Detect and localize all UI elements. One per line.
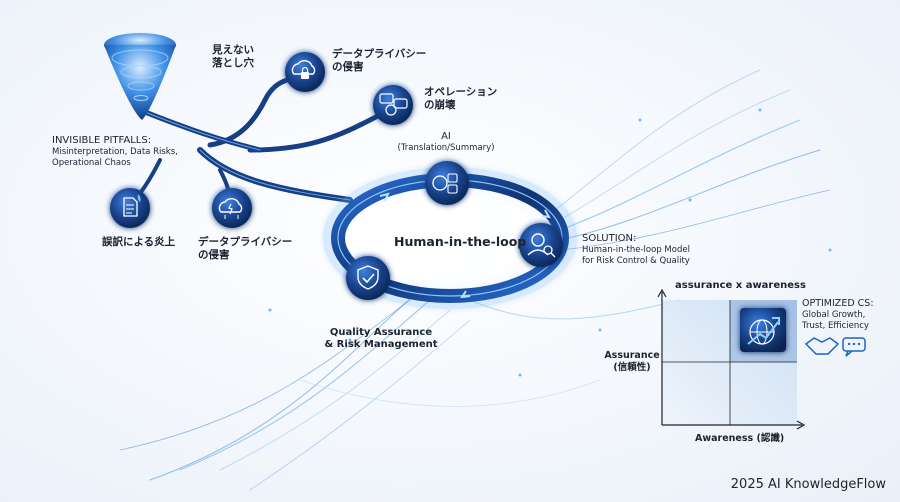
footer-copyright: 2025 AI KnowledgeFlow <box>730 477 886 492</box>
privacy-top-line2: の侵害 <box>332 61 364 73</box>
person-search-icon <box>519 223 563 267</box>
handshake-icon <box>804 337 866 357</box>
ops-collapse-label: オペレーション の崩壊 <box>424 86 497 112</box>
globe-growth-icon <box>740 308 786 352</box>
pitfalls-line1: Misinterpretation, Data Risks, <box>52 147 178 157</box>
vortex-label-line2: 落とし穴 <box>212 57 254 69</box>
ai-subtitle: (Translation/Summary) <box>397 143 495 153</box>
pitfalls-title: INVISIBLE PITFALLS: <box>52 135 152 146</box>
optimized-line2: Trust, Efficiency <box>802 321 869 331</box>
privacy-top-line1: データプライバシー <box>332 48 427 60</box>
vortex-label: 見えない 落とし穴 <box>212 44 254 70</box>
privacy-bottom-label: データプライバシー の侵害 <box>198 236 292 262</box>
shield-check-icon <box>346 256 390 300</box>
invisible-pitfalls-block: INVISIBLE PITFALLS: Misinterpretation, D… <box>52 135 178 169</box>
solution-block: SOLUTION: Human-in-the-loop Model for Ri… <box>582 233 690 267</box>
solution-line2: for Risk Control & Quality <box>582 256 690 266</box>
awareness-axis-label: Awareness (認識) <box>695 433 785 444</box>
solution-title: SOLUTION: <box>582 233 637 244</box>
hitl-center-label: Human-in-the-loop <box>394 234 527 249</box>
privacy-bottom-line2: の侵害 <box>198 249 230 261</box>
assurance-line2: (信頼性) <box>613 362 651 373</box>
privacy-bottom-line1: データプライバシー <box>198 236 293 248</box>
mistranslation-label: 誤訳による炎上 <box>102 236 176 248</box>
ai-label: AI (Translation/Summary) <box>391 131 501 154</box>
optimized-cs-block: OPTIMIZED CS: Global Growth, Trust, Effi… <box>802 298 874 332</box>
ops-line1: オペレーション <box>424 86 498 98</box>
brain-translate-icon <box>425 161 469 205</box>
flow-streams <box>119 69 831 491</box>
cloud-lock-icon <box>285 52 325 92</box>
fire-document-icon <box>110 188 150 228</box>
qa-line2: & Risk Management <box>324 339 438 350</box>
ai-title: AI <box>441 131 451 142</box>
assurance-axis-label: Assurance (信頼性) <box>604 350 660 374</box>
assurance-line1: Assurance <box>604 350 660 361</box>
vortex-icon <box>104 33 176 120</box>
pitfalls-line2: Operational Chaos <box>52 158 131 168</box>
qa-label: Quality Assurance & Risk Management <box>316 327 446 351</box>
chat-bubbles-icon <box>373 85 413 125</box>
cloud-broken-icon <box>212 188 252 228</box>
solution-line1: Human-in-the-loop Model <box>582 245 690 255</box>
optimized-title: OPTIMIZED CS: <box>802 298 874 309</box>
privacy-top-label: データプライバシー の侵害 <box>332 48 426 74</box>
vortex-label-line1: 見えない <box>212 44 254 56</box>
sparkles <box>268 108 832 377</box>
matrix-title: assurance x awareness <box>675 280 806 291</box>
ops-line2: の崩壊 <box>424 99 456 111</box>
qa-line1: Quality Assurance <box>329 327 433 338</box>
optimized-line1: Global Growth, <box>802 310 866 320</box>
